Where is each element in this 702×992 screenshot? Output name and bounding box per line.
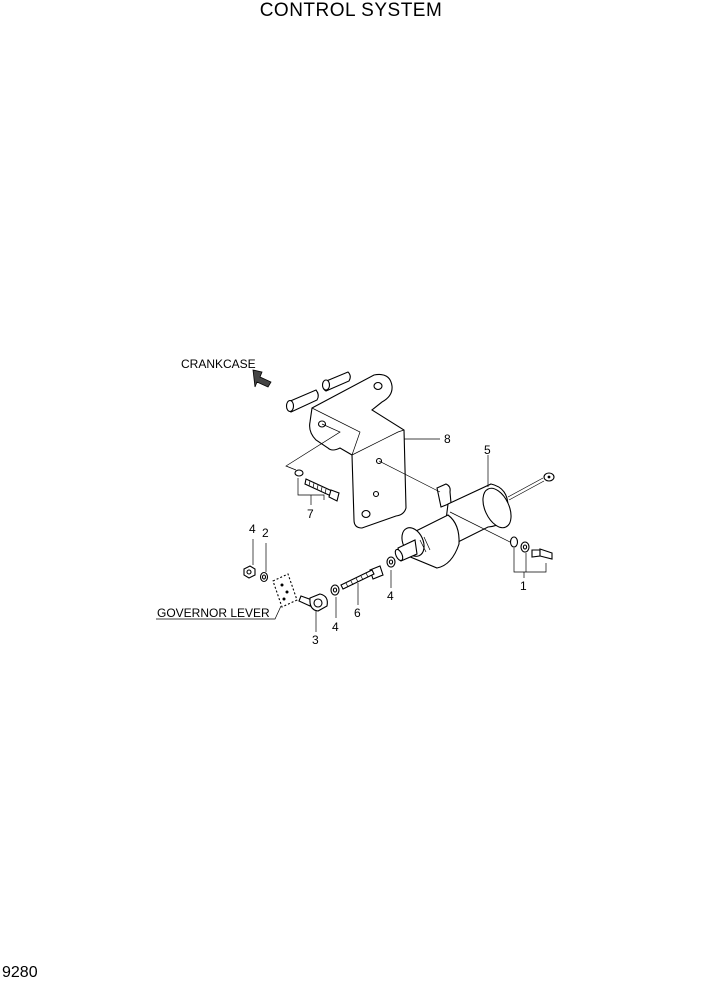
governor-lever-label: GOVERNOR LEVER [157,606,270,620]
rod-part-6 [330,556,396,596]
callout-3: 3 [312,633,319,647]
crankcase-arrow-icon [252,369,272,388]
callout-2: 2 [262,526,269,540]
bracket-part-8 [285,371,407,529]
callout-4-top: 4 [249,522,256,536]
callout-7: 7 [307,507,314,521]
callout-4-middle: 4 [387,589,394,603]
ball-joint-part-3 [298,593,328,612]
bolt-part-1 [509,536,553,560]
callout-4-bottom: 4 [332,620,339,634]
governor-lever [272,573,298,608]
page-number: 9280 [2,964,38,981]
crankcase-label: CRANKCASE [181,357,256,371]
solenoid-part-5 [394,472,555,569]
callout-5: 5 [484,443,491,457]
callout-6: 6 [354,606,361,620]
nut-part-4-top [243,565,256,579]
page-title: CONTROL SYSTEM [259,0,443,21]
callout-8: 8 [444,432,451,446]
washer-part-2 [259,571,269,583]
callout-1: 1 [520,579,527,593]
bolt-part-7 [294,469,340,502]
